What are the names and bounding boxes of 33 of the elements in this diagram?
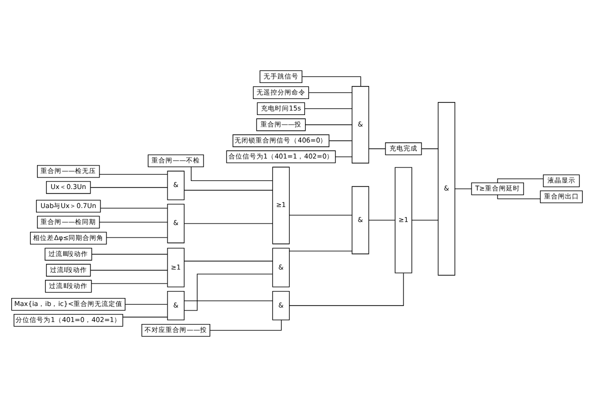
connector [308, 92, 352, 93]
connector [289, 250, 352, 251]
connector [184, 189, 273, 190]
connector [305, 124, 352, 125]
connector [289, 214, 352, 216]
connector [289, 272, 404, 306]
connector [302, 76, 362, 86]
connector [368, 219, 396, 220]
connector [335, 156, 352, 157]
connector [368, 148, 386, 149]
connector [454, 188, 472, 189]
connector [304, 108, 352, 109]
connector [184, 273, 273, 310]
connector [184, 300, 273, 301]
connector [497, 194, 541, 199]
connector [210, 319, 282, 330]
connector [184, 260, 273, 261]
connector [100, 207, 168, 208]
connector [328, 140, 352, 141]
connector [99, 173, 168, 174]
connector [92, 253, 168, 254]
connector [99, 221, 168, 222]
connector [497, 178, 544, 182]
connector [106, 236, 168, 238]
connector [91, 282, 168, 284]
connector [90, 269, 168, 270]
connector [124, 303, 168, 304]
connector [122, 316, 168, 317]
connector [184, 222, 273, 224]
connector [190, 166, 273, 181]
connector [421, 148, 438, 149]
connector [412, 219, 438, 220]
connector [90, 186, 168, 188]
